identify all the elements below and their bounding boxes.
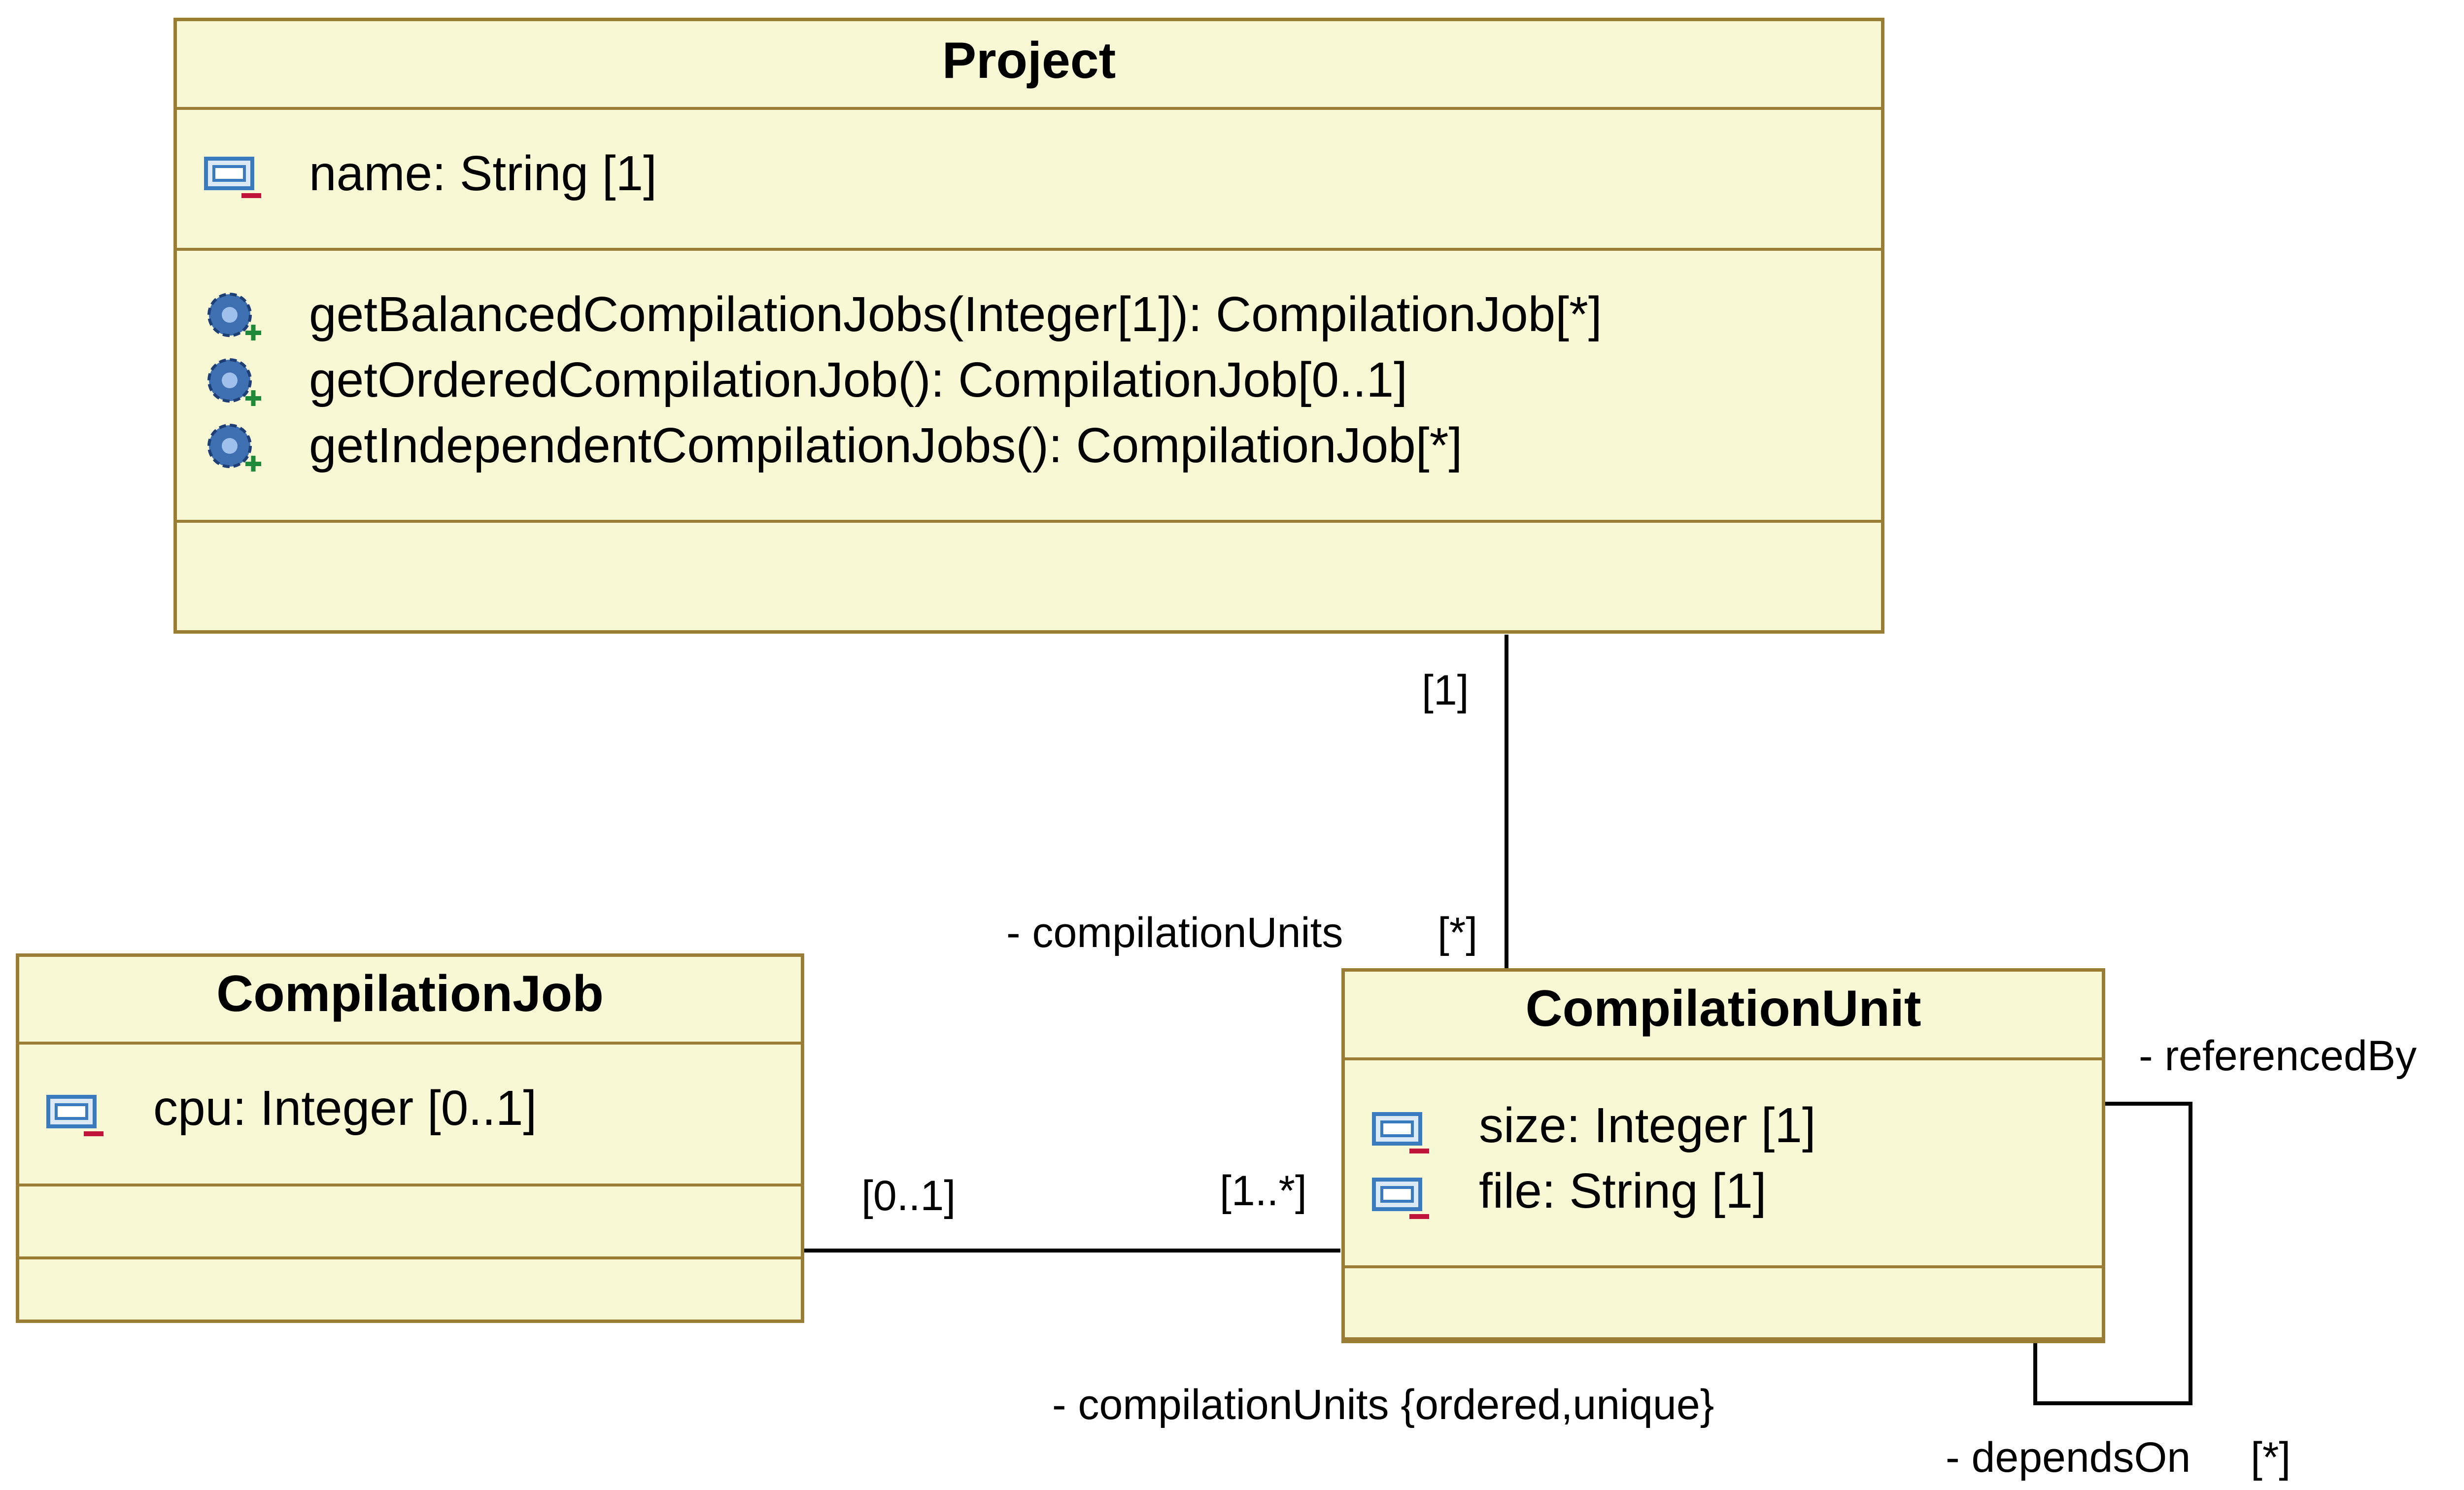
class-project[interactable]: Project name: String [1] getBalancedComp… bbox=[173, 18, 1884, 634]
role-referenced-by: - referencedBy bbox=[2139, 1032, 2417, 1080]
attributes-compartment: size: Integer [1] file: String [1] bbox=[1345, 1060, 2102, 1268]
operation-get-balanced-compilation-jobs: getBalancedCompilationJobs(Integer[1]): … bbox=[309, 287, 1602, 342]
role-ordered-compilation-units: - compilationUnits {ordered,unique} bbox=[1052, 1381, 1714, 1428]
operation-get-independent-compilation-jobs: getIndependentCompilationJobs(): Compila… bbox=[309, 418, 1463, 473]
attribute-size: size: Integer [1] bbox=[1479, 1098, 1816, 1153]
attribute-file: file: String [1] bbox=[1479, 1163, 1767, 1219]
attribute-name: name: String [1] bbox=[309, 146, 657, 201]
operation-get-ordered-compilation-job: getOrderedCompilationJob(): CompilationJ… bbox=[309, 352, 1407, 407]
attributes-compartment: name: String [1] bbox=[177, 110, 1881, 251]
role-compilation-units: - compilationUnits bbox=[1006, 909, 1343, 956]
multiplicity-compilation-units-end: [*] bbox=[1437, 909, 1478, 956]
private-attribute-icon bbox=[204, 156, 263, 205]
operation-gear-icon bbox=[204, 290, 263, 347]
operation-gear-icon bbox=[204, 421, 263, 478]
class-compilation-unit[interactable]: CompilationUnit size: Integer [1] file: … bbox=[1341, 968, 2105, 1342]
empty-compartment bbox=[177, 523, 1881, 630]
empty-compartment bbox=[1345, 1268, 2102, 1338]
private-attribute-icon bbox=[1372, 1177, 1431, 1226]
operations-compartment bbox=[19, 1186, 801, 1259]
association-unit-self bbox=[2033, 1102, 2192, 1405]
multiplicity-unit-end: [1..*] bbox=[1220, 1167, 1307, 1215]
multiplicity-job-end: [0..1] bbox=[861, 1172, 956, 1219]
class-name: Project bbox=[177, 21, 1881, 110]
attribute-cpu: cpu: Integer [0..1] bbox=[153, 1081, 537, 1136]
multiplicity-depends-on: [*] bbox=[2251, 1434, 2291, 1481]
multiplicity-project-end: [1] bbox=[1422, 667, 1469, 714]
empty-compartment bbox=[19, 1259, 801, 1319]
compilation-unit-bottom-edge bbox=[1341, 1337, 2105, 1343]
operations-compartment: getBalancedCompilationJobs(Integer[1]): … bbox=[177, 251, 1881, 523]
role-depends-on: - dependsOn bbox=[1946, 1434, 2191, 1481]
operation-gear-icon bbox=[204, 356, 263, 412]
class-name: CompilationJob bbox=[19, 957, 801, 1045]
attributes-compartment: cpu: Integer [0..1] bbox=[19, 1045, 801, 1186]
private-attribute-icon bbox=[1372, 1111, 1431, 1160]
class-name: CompilationUnit bbox=[1345, 972, 2102, 1060]
class-compilation-job[interactable]: CompilationJob cpu: Integer [0..1] bbox=[16, 953, 804, 1323]
private-attribute-icon bbox=[46, 1094, 105, 1143]
